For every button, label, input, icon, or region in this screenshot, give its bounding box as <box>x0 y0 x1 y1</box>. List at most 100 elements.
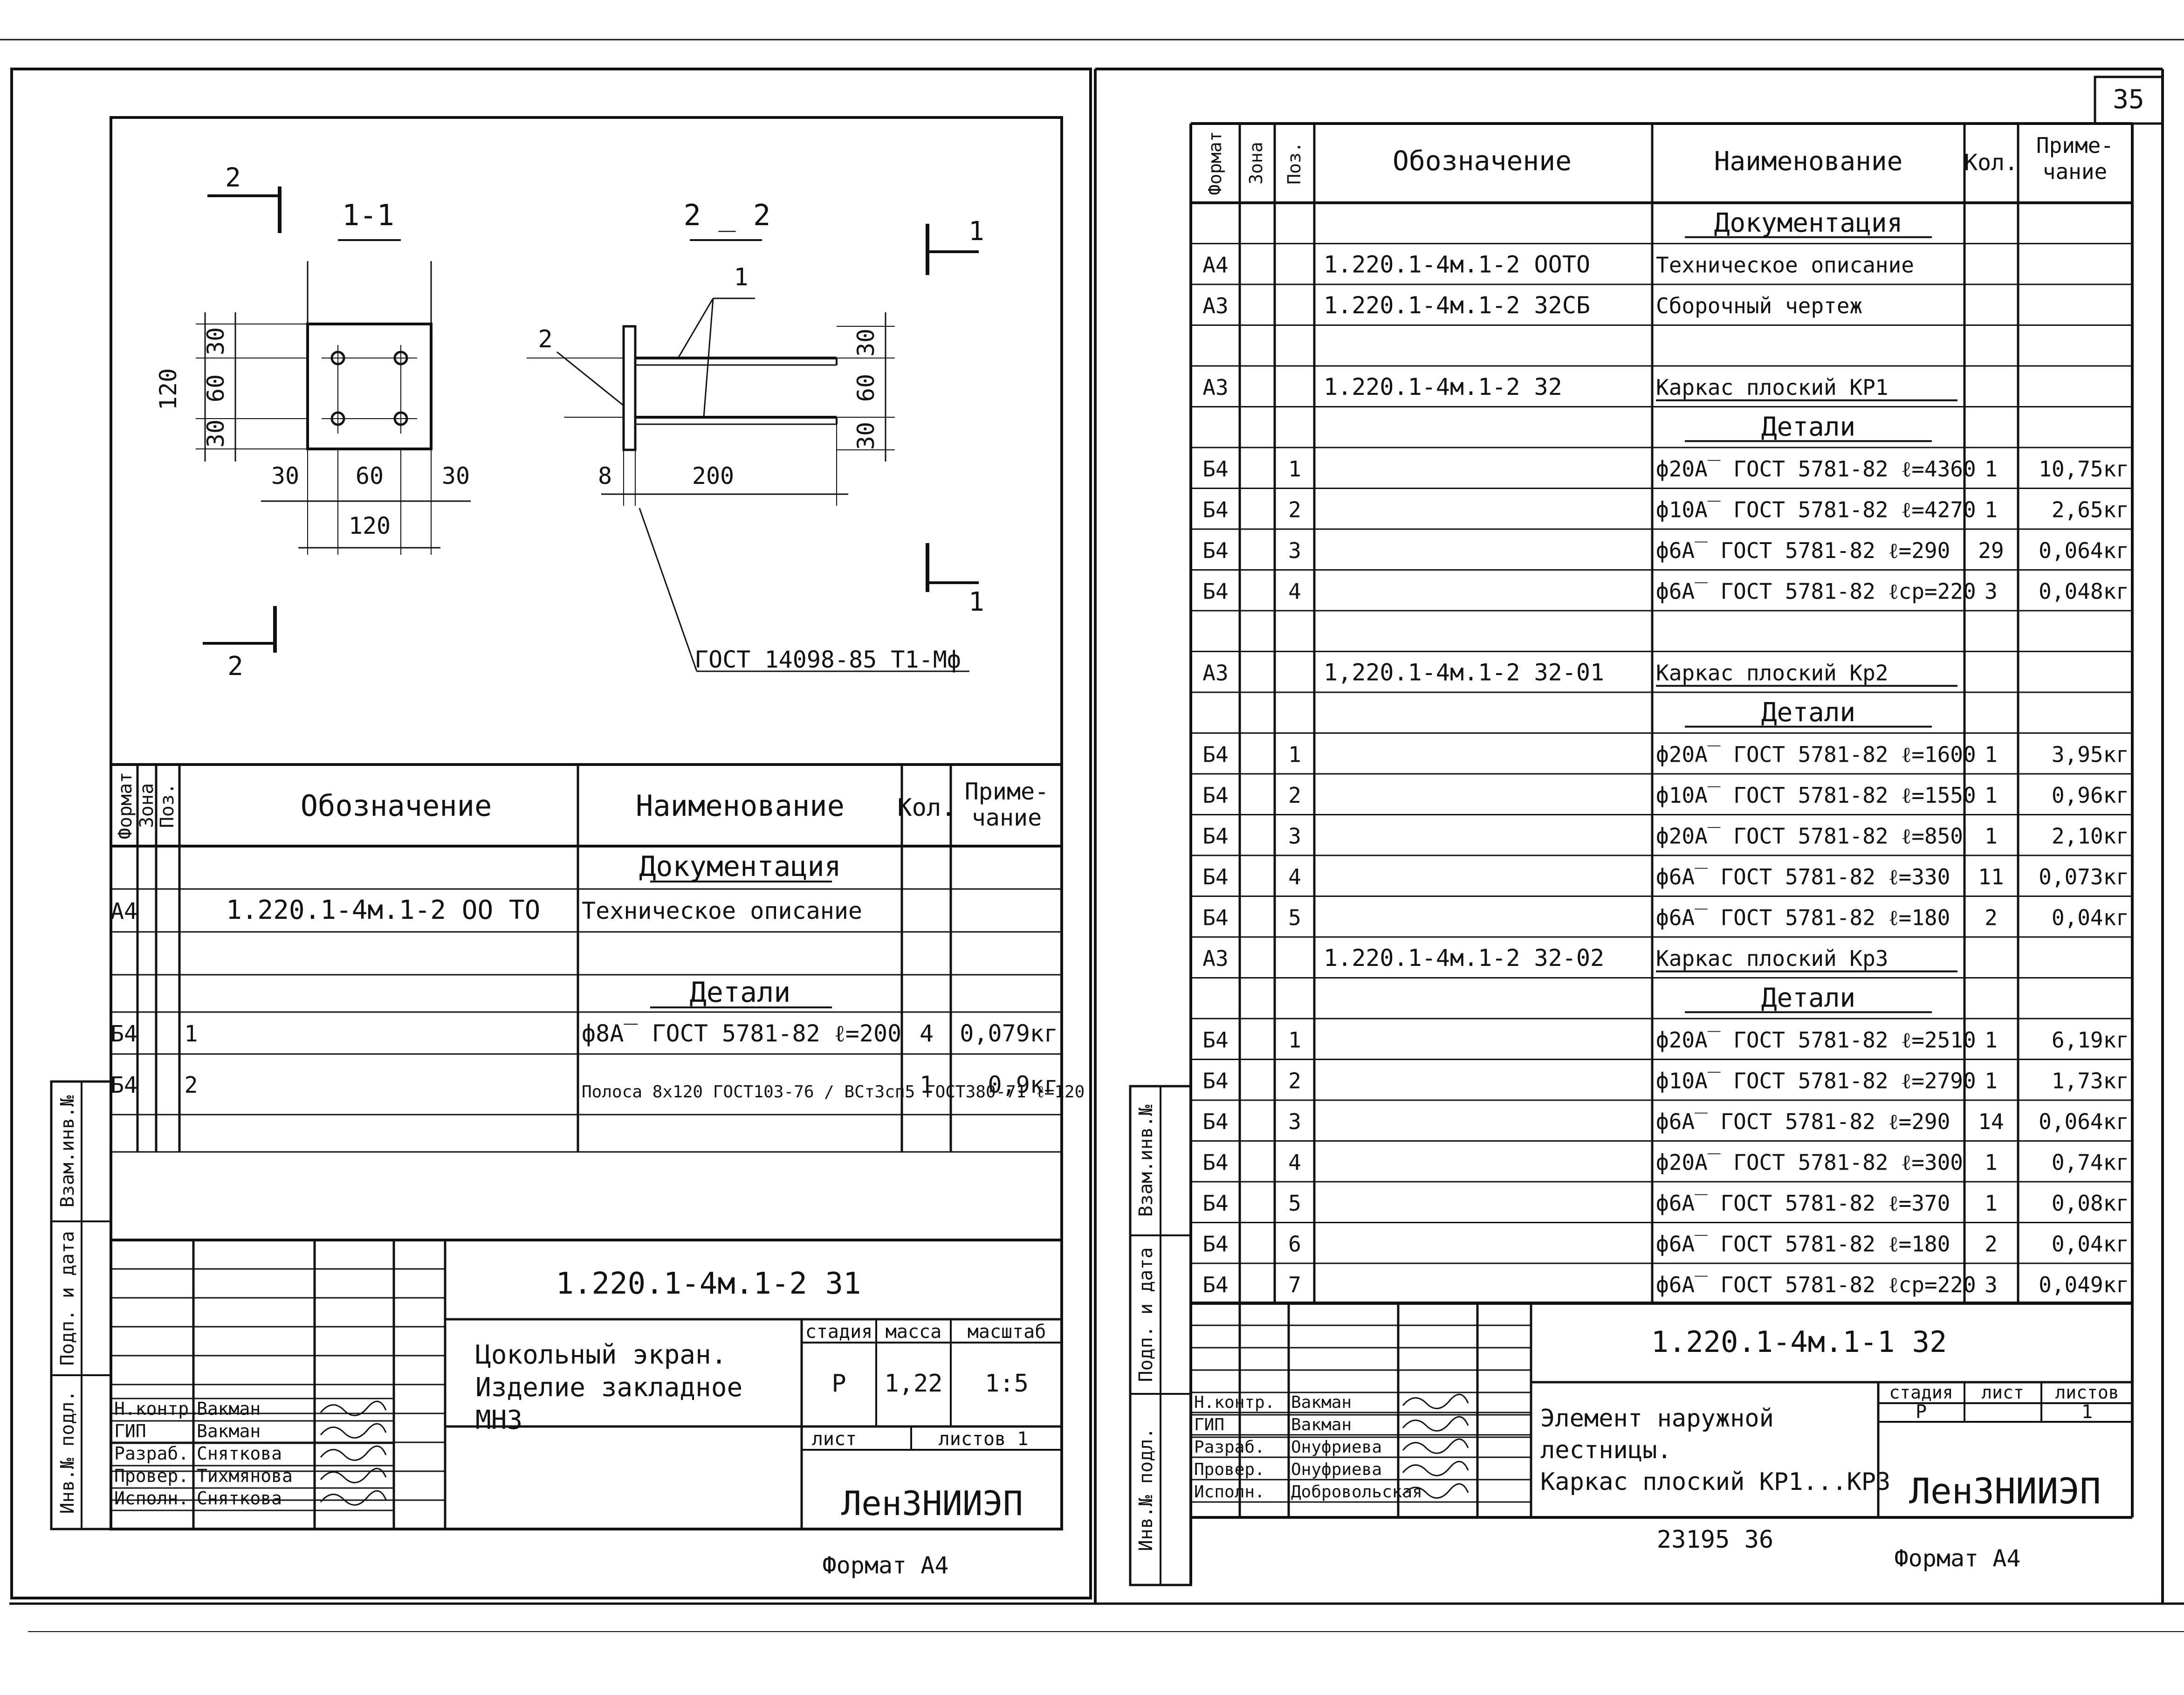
person-name: Вакман <box>197 1399 261 1419</box>
cell-format: А3 <box>1202 946 1228 971</box>
col-name-header: Наименование <box>636 789 845 823</box>
cell-name: ф10А‾ ГОСТ 5781-82 ℓ=1550 <box>1656 783 1976 808</box>
leader-line <box>703 298 714 418</box>
stage-label: стадия <box>805 1321 873 1343</box>
cell-pos: 3 <box>1288 538 1301 563</box>
cell-pos: 4 <box>1288 579 1301 604</box>
person-name: Тихмянова <box>197 1466 293 1486</box>
leader-line <box>639 508 698 672</box>
dim-30: 30 <box>442 462 470 489</box>
signature-scribble <box>1402 1416 1469 1432</box>
cell-pos: 4 <box>1288 864 1301 889</box>
left-outer-frame <box>10 68 1092 1599</box>
cell-note: 2,65кг <box>2052 497 2129 522</box>
stage-label: стадия <box>1889 1382 1953 1403</box>
cell-pos: 3 <box>1288 823 1301 848</box>
cell-qty: 2 <box>1985 1231 1998 1256</box>
cell-note: 3,95кг <box>2052 742 2129 767</box>
person-role: Н.контр. <box>1194 1393 1275 1412</box>
cell-designation: 1.220.1-4м.1-2 ООТО <box>1324 251 1590 278</box>
cell-note: 0,064кг <box>2039 538 2129 563</box>
cell-name: ф20А‾ ГОСТ 5781-82 ℓ=850 <box>1656 823 1963 848</box>
cell-pos: 1 <box>1288 742 1301 767</box>
cell-name: ф20А‾ ГОСТ 5781-82 ℓ=4360 <box>1656 456 1976 482</box>
bottom-note: 23195 36 <box>1657 1526 1773 1554</box>
dim-30: 30 <box>202 327 229 355</box>
cell-assembly-name: Каркас плоский Кр3 <box>1656 946 1889 971</box>
sheets-label: листов 1 <box>939 1428 1029 1450</box>
cell-name: Полоса 8х120 ГОСТ103-76 / ВСт3сп5 ГОСТ38… <box>582 1082 1085 1102</box>
mass-value: 1,22 <box>884 1370 942 1398</box>
cell-note: 0,96кг <box>2052 783 2129 808</box>
cell-pos: 1 <box>1288 1027 1301 1053</box>
signature-scribble <box>320 1400 387 1416</box>
cell-qty: 2 <box>1985 905 1998 930</box>
dim-30: 30 <box>852 422 879 450</box>
cell-name: ф6А‾ ГОСТ 5781-82 ℓ=290 <box>1656 538 1950 563</box>
cell-note: 0,04кг <box>2052 1231 2129 1256</box>
cell-note: 0,079кг <box>960 1020 1058 1047</box>
cell-format: А3 <box>1202 293 1228 318</box>
cell-note: 0,04кг <box>2052 905 2129 930</box>
cell-pos: 3 <box>1288 1109 1301 1134</box>
stage-value: Р <box>1916 1401 1927 1423</box>
cell-qty: 1 <box>920 1071 934 1098</box>
cell-qty: 4 <box>920 1020 934 1047</box>
cell-format: Б4 <box>1202 1191 1228 1216</box>
cell-format: А3 <box>1202 375 1228 400</box>
col-designation-header: Обозначение <box>301 789 492 823</box>
cell-assembly-name: Каркас плоский КР1 <box>1656 375 1889 400</box>
leader-line <box>677 298 714 358</box>
cell-qty: 14 <box>1978 1109 2004 1134</box>
cell-note: 0,073кг <box>2039 864 2129 889</box>
cell-pos: 1 <box>185 1021 198 1047</box>
person-role: Исполн. <box>114 1488 189 1509</box>
section-2-2-label: 2 _ 2 <box>684 198 771 232</box>
side-label-inventory: Инв.№ подл. <box>1135 1428 1157 1551</box>
person-name: Вакман <box>197 1421 261 1441</box>
signature-scribble <box>1402 1438 1469 1454</box>
cell-qty: 3 <box>1985 1272 1998 1297</box>
cell-pos: 2 <box>185 1072 198 1098</box>
cut-1-label: 1 <box>968 587 984 617</box>
cell-name: ф6А‾ ГОСТ 5781-82 ℓ=180 <box>1656 1231 1950 1256</box>
cell-format: Б4 <box>1202 579 1228 604</box>
cell-name: ф6А‾ ГОСТ 5781-82 ℓср=220 <box>1656 579 1976 604</box>
cell-format: Б4 <box>1202 742 1228 767</box>
cell-qty: 1 <box>1985 1068 1998 1093</box>
left-inner-frame <box>110 116 1063 1530</box>
side-label-replacement: Взам.инв.№ <box>57 1096 78 1208</box>
cell-name: ф20А‾ ГОСТ 5781-82 ℓ=300 <box>1656 1150 1963 1175</box>
dim-120: 120 <box>155 368 182 410</box>
person-name: Вакман <box>1291 1415 1352 1434</box>
cell-name: ф6А‾ ГОСТ 5781-82 ℓср=220 <box>1656 1272 1976 1297</box>
col-name-header: Наименование <box>1714 146 1903 177</box>
cell-format: Б4 <box>1202 1272 1228 1297</box>
scale-label: масштаб <box>968 1321 1046 1343</box>
cell-section-heading: Детали <box>1761 412 1855 442</box>
plate-edge <box>622 325 637 451</box>
cell-note: 0,9кг <box>988 1071 1058 1098</box>
cell-name: ф20А‾ ГОСТ 5781-82 ℓ=2510 <box>1656 1027 1976 1053</box>
cell-note: 0,08кг <box>2052 1191 2129 1216</box>
cell-assembly-name: Каркас плоский Кр2 <box>1656 660 1889 685</box>
cell-name: ф10А‾ ГОСТ 5781-82 ℓ=4270 <box>1656 497 1976 522</box>
cell-pos: 2 <box>1288 1068 1301 1093</box>
document-code: 1.220.1-4м.1-1 32 <box>1651 1325 1947 1359</box>
cut-2-label: 2 <box>225 163 241 193</box>
person-name: Вакман <box>1291 1393 1352 1412</box>
dim-120: 120 <box>349 512 391 539</box>
cell-format: Б4 <box>1202 1231 1228 1256</box>
plate-outline <box>306 323 433 450</box>
cell-name: ф6А‾ ГОСТ 5781-82 ℓ=370 <box>1656 1191 1950 1216</box>
signature-scribble <box>1402 1483 1469 1499</box>
col-zone-header: Зона <box>1246 142 1266 185</box>
cell-format: А4 <box>110 898 137 924</box>
cell-pos: 6 <box>1288 1231 1301 1256</box>
weld-note: ГОСТ 14098-85 Т1-Мф <box>694 646 961 673</box>
col-format-header: Формат <box>1205 131 1225 195</box>
col-pos-header: Поз. <box>1284 142 1305 185</box>
cell-note: 0,048кг <box>2039 579 2129 604</box>
col-qty-header: Кол. <box>1964 150 2018 176</box>
